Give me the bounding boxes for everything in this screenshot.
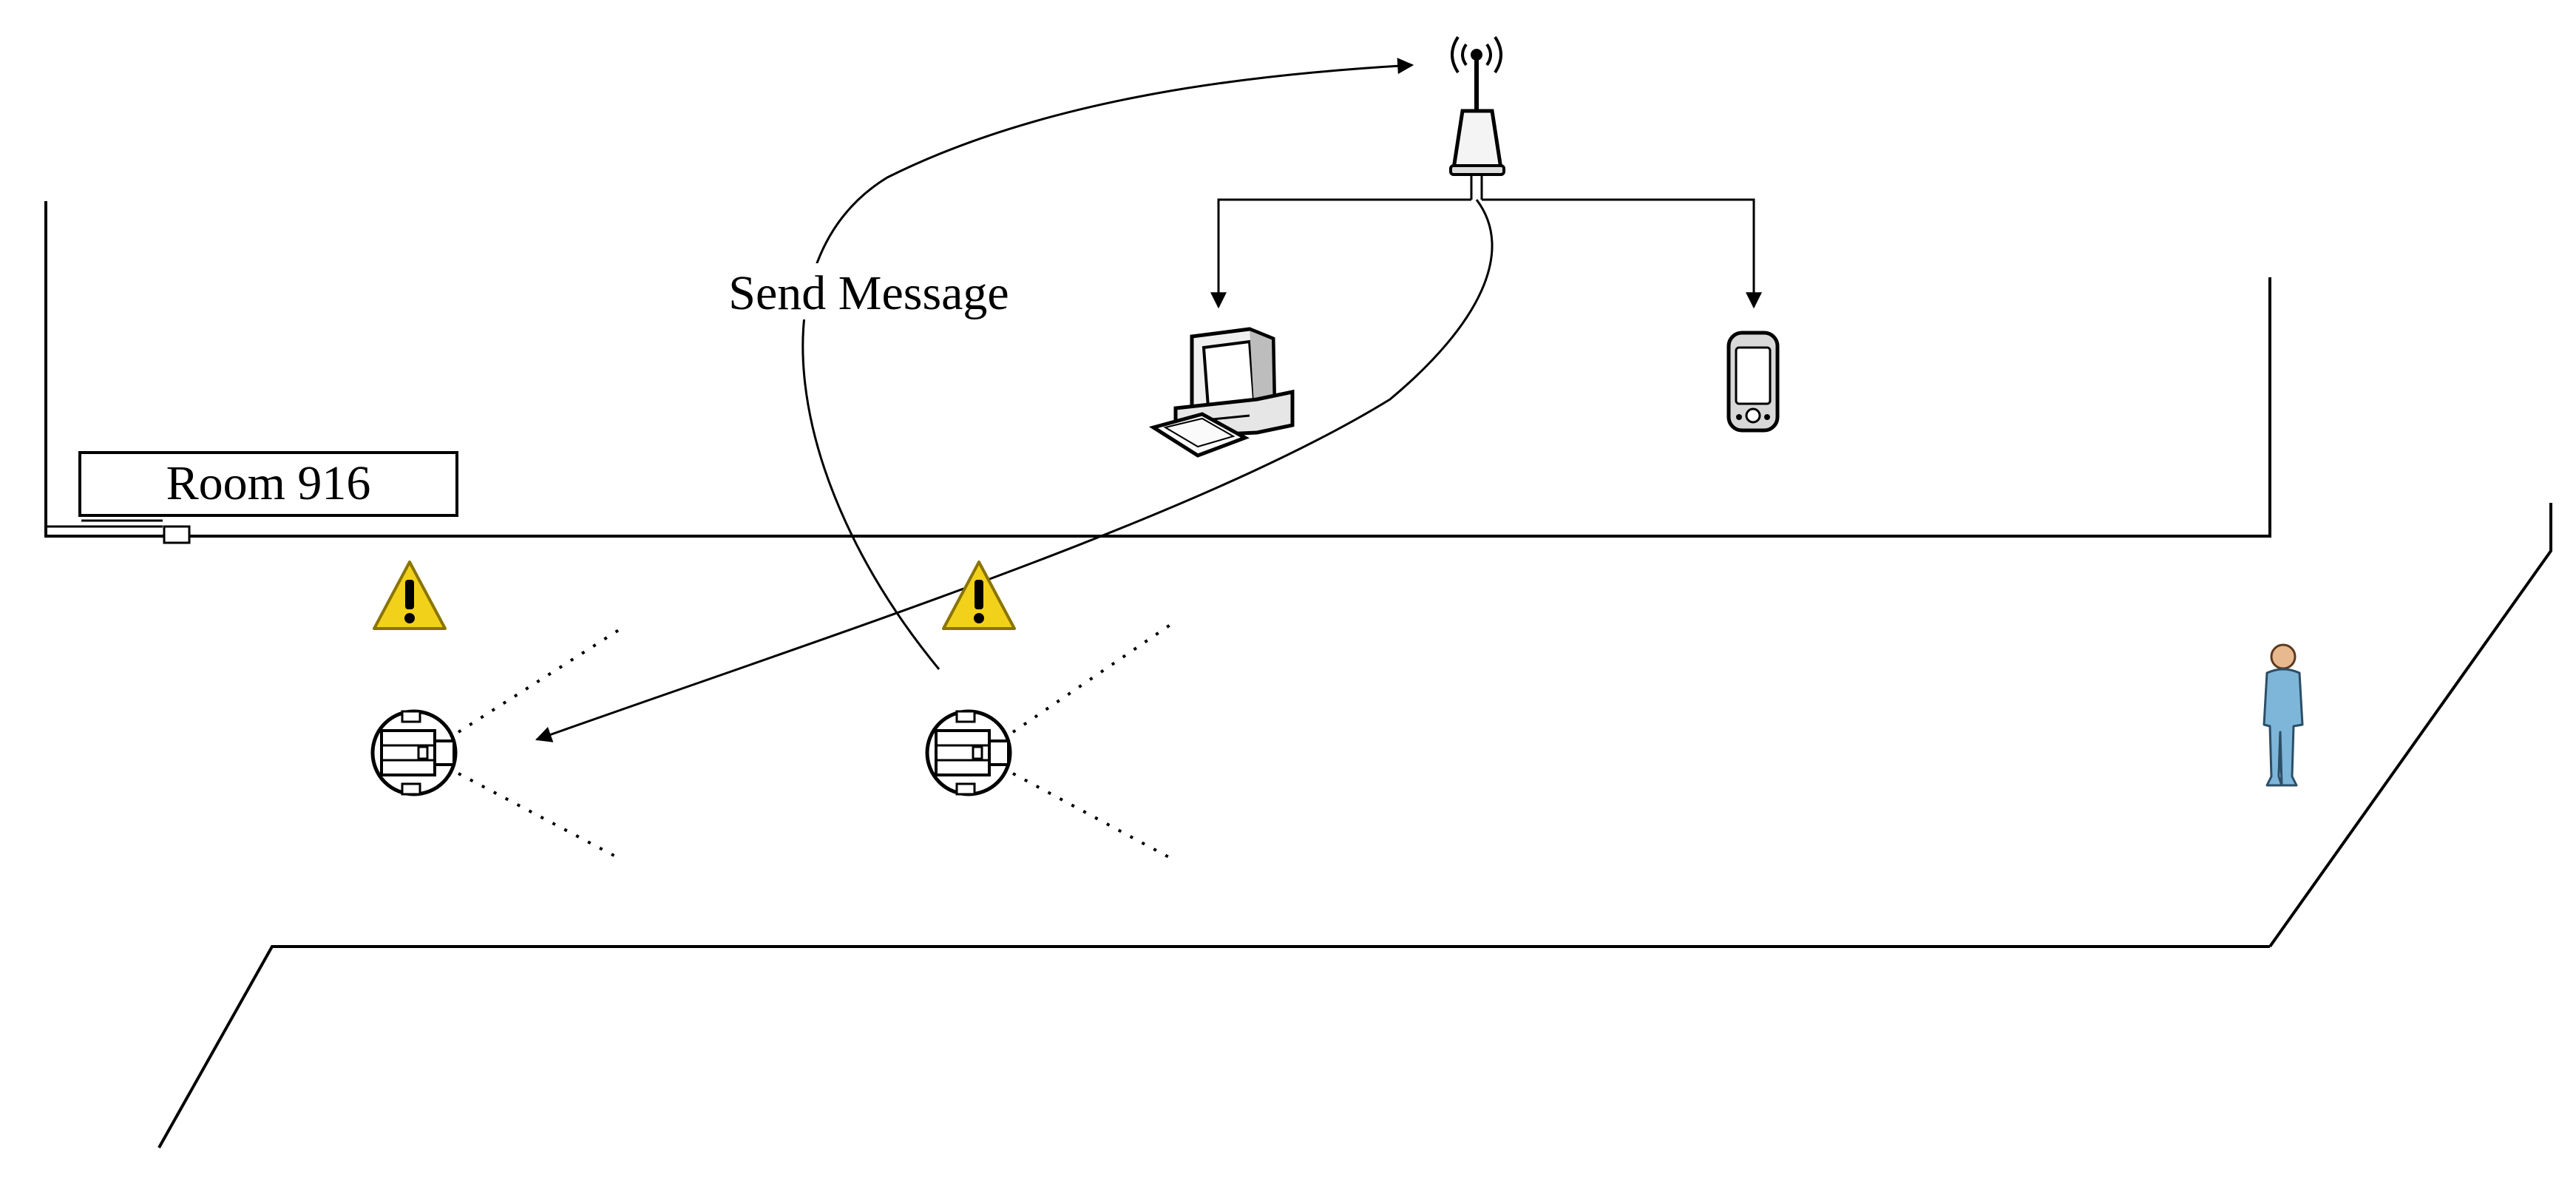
desktop-computer-icon (1148, 327, 1295, 458)
pda-device-icon (1726, 331, 1780, 433)
network-connections (1210, 198, 1762, 309)
upper-wall (44, 201, 2271, 538)
link-to-pda (1482, 198, 1762, 309)
sensor-field (457, 627, 623, 861)
right-wall (2268, 503, 2552, 948)
room-sign: Room 916 (46, 451, 458, 544)
send-message-label: Send Message (728, 266, 1009, 320)
send-message-arrow (801, 58, 1414, 670)
warning-triangle-icon (942, 561, 1016, 630)
robot-2 (925, 561, 1177, 862)
person-icon (2263, 643, 2304, 787)
corridor-walls (44, 201, 2552, 1148)
message-path: Send Message (535, 58, 1494, 742)
robot-top-view-icon (925, 709, 1012, 796)
room-sign-label: Room 916 (166, 456, 371, 510)
warning-triangle-icon (373, 561, 447, 630)
link-to-desktop (1210, 198, 1471, 309)
lower-wall (157, 945, 2270, 1148)
relay-message-arrow (535, 199, 1494, 742)
wireless-access-point-icon (1449, 35, 1505, 200)
robot-1 (370, 561, 623, 861)
robot-top-view-icon (370, 709, 458, 796)
sensor-field (1011, 620, 1177, 862)
